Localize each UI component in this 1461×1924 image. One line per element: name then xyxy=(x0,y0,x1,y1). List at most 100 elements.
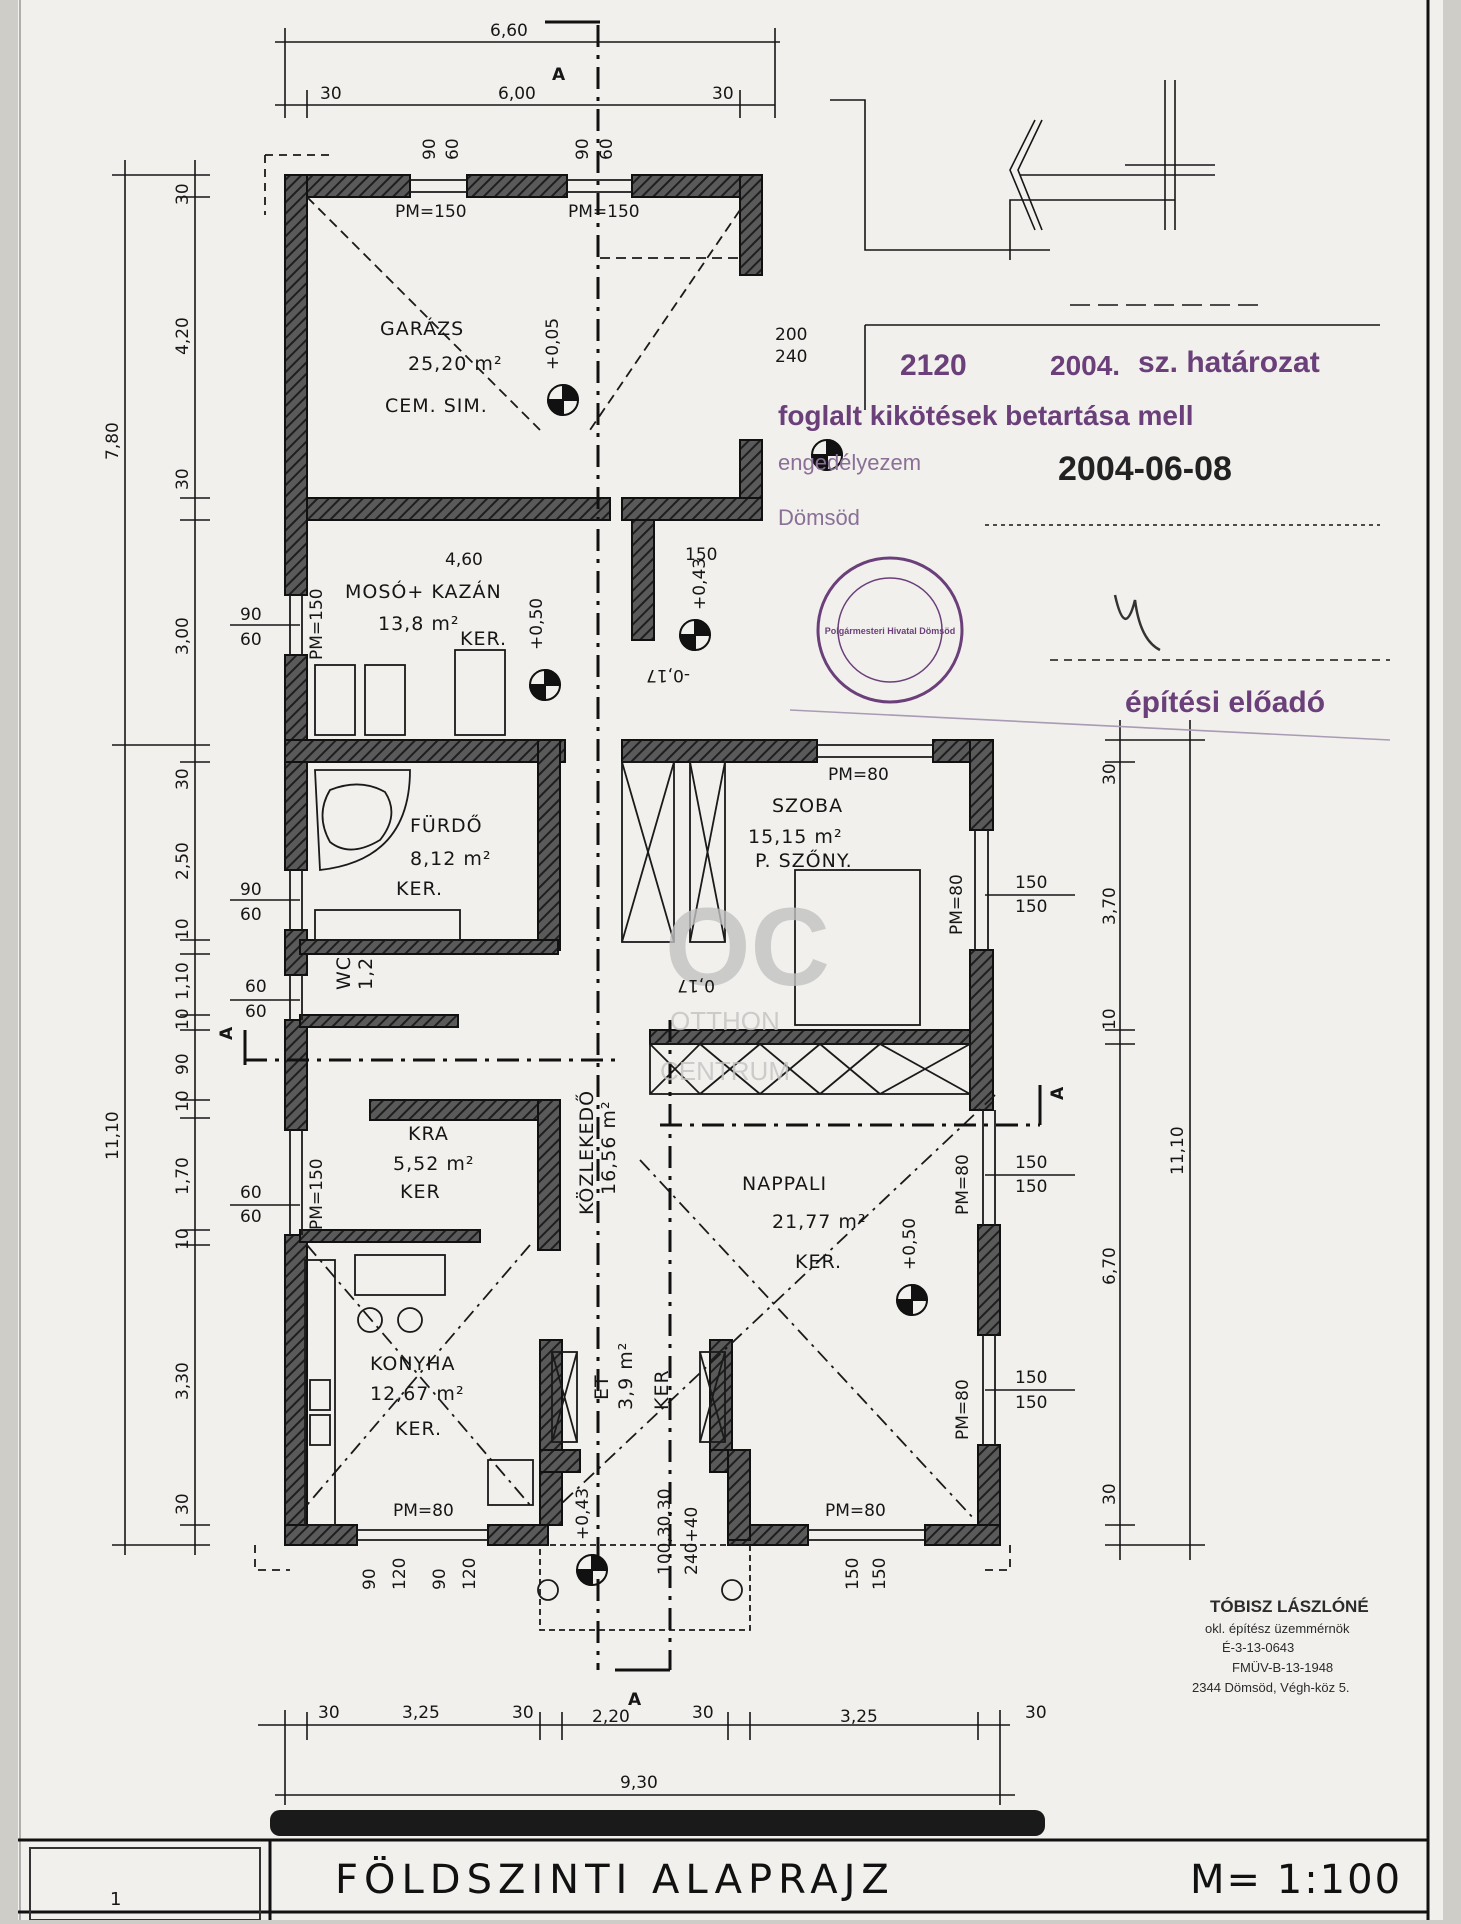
room-konyha-name: KONYHA xyxy=(370,1353,455,1375)
plan-scale: M= 1:100 xyxy=(1190,1857,1402,1903)
level-entrance: +0,43 xyxy=(573,1488,593,1540)
dim-left-2: 4,20 xyxy=(173,317,193,355)
stamp-line1-num: 2120 xyxy=(900,349,967,382)
author-address: 2344 Dömsöd, Végh-köz 5. xyxy=(1192,1680,1350,1695)
dim-right-1: 30 xyxy=(1100,763,1120,785)
room-nappali-name: NAPPALI xyxy=(742,1173,827,1195)
dim-top-open-3: 90 xyxy=(573,138,593,160)
dim-left-4: 3,00 xyxy=(173,617,193,655)
room-szoba-name: SZOBA xyxy=(772,795,843,817)
level-corridor: 0,17 xyxy=(677,975,715,995)
section-mark-top: A xyxy=(552,65,566,85)
dim-bottom-3: 30 xyxy=(512,1703,534,1723)
window-pm80-szoba: PM=80 xyxy=(828,765,889,785)
room-garazs-floor: CEM. SIM. xyxy=(385,395,488,417)
dim-lw-8: 60 xyxy=(240,1207,262,1227)
section-line-vertical xyxy=(243,20,1042,1672)
window-pm80-right1: PM=80 xyxy=(947,874,967,935)
author-reg2: FMÜV-B-13-1948 xyxy=(1232,1660,1333,1675)
dim-bottom-7: 30 xyxy=(1025,1703,1047,1723)
dim-inner-step: 100,30,30 xyxy=(655,1488,675,1575)
window-labels: PM=150 PM=150 PM=80 PM=80 PM=80 PM=80 PM… xyxy=(307,202,973,1521)
room-szoba-area: 15,15 m² xyxy=(748,826,843,848)
room-kamra-area: 5,52 m² xyxy=(393,1153,474,1175)
room-garazs-area: 25,20 m² xyxy=(408,353,503,375)
window-pm80-right3: PM=80 xyxy=(953,1379,973,1440)
section-mark-left: A xyxy=(217,1026,237,1040)
dim-inner-150: 150 xyxy=(685,545,717,565)
dim-inner-stair: 240+40 xyxy=(682,1507,702,1575)
dim-bottom-5: 30 xyxy=(692,1703,714,1723)
room-nappali-area: 21,77 m² xyxy=(772,1211,867,1233)
dim-lw-6: 60 xyxy=(245,1002,267,1022)
watermark: OC OTTHON CENTRUM xyxy=(660,886,830,1086)
dim-right-4: 6,70 xyxy=(1100,1247,1120,1285)
room-eloter-floor: KER xyxy=(651,1369,673,1410)
window-pm80-konyha: PM=80 xyxy=(393,1501,454,1521)
dim-lw-4: 60 xyxy=(240,905,262,925)
dim-top-total: 6,60 xyxy=(490,21,528,41)
stamp-line1-year: 2004. xyxy=(1050,350,1120,381)
dim-bottom-4: 2,20 xyxy=(592,1707,630,1727)
dim-left-13: 10 xyxy=(173,1228,193,1250)
dim-left-6: 2,50 xyxy=(173,842,193,880)
window-pm150-a: PM=150 xyxy=(395,202,467,222)
room-moso-floor: KER. xyxy=(460,628,507,650)
room-moso-area: 13,8 m² xyxy=(378,613,459,635)
dim-inner-200: 200 xyxy=(775,325,807,345)
approval-stamp: Polgármesteri Hivatal Dömsöd 2120 2004. … xyxy=(778,346,1325,719)
stamp-town: Dömsöd xyxy=(778,505,860,530)
room-kozlekedo-name: KÖZLEKEDŐ xyxy=(574,1090,598,1215)
stamp-line1-text: sz. határozat xyxy=(1138,346,1320,379)
dim-bottom-6: 3,25 xyxy=(840,1707,878,1727)
dim-top-open-2: 60 xyxy=(443,138,463,160)
level-living: +0,50 xyxy=(900,1218,920,1270)
dim-lw-1: 90 xyxy=(240,605,262,625)
room-kamra-name: KRA xyxy=(408,1123,449,1145)
dim-lw-3: 90 xyxy=(240,880,262,900)
dim-left-total-upper: 7,80 xyxy=(103,422,123,460)
dim-right-3: 10 xyxy=(1100,1008,1120,1030)
room-labels: GARÁZS 25,20 m² CEM. SIM. MOSÓ+ KAZÁN 13… xyxy=(333,317,867,1440)
level-labels: +0,05 +0,50 +0,50 +0,43 -0,17 0,17 +0,43 xyxy=(527,318,920,1540)
plan-title: FÖLDSZINTI ALAPRAJZ xyxy=(335,1855,895,1903)
dim-top-open-1: 90 xyxy=(420,138,440,160)
dim-bottom-total: 9,30 xyxy=(620,1773,658,1793)
dimension-texts: 6,60 6,00 30 30 90 60 90 60 30 4,20 30 3… xyxy=(103,21,1188,1793)
room-furdo-name: FÜRDŐ xyxy=(410,813,483,837)
section-mark-right: A xyxy=(1048,1086,1068,1100)
level-stair: -0,17 xyxy=(646,665,690,685)
dimension-lines xyxy=(112,28,1391,1805)
dim-left-1: 30 xyxy=(173,183,193,205)
walls xyxy=(284,174,1001,1546)
sheet-number: 1 xyxy=(110,1889,121,1910)
dim-bottom-1: 30 xyxy=(318,1703,340,1723)
dim-right-2: 3,70 xyxy=(1100,887,1120,925)
dim-lw-7: 60 xyxy=(240,1183,262,1203)
dim-rw-1: 150 xyxy=(1015,873,1047,893)
dim-left-total: 11,10 xyxy=(103,1111,123,1160)
dim-bo-5: 150 xyxy=(843,1558,863,1590)
dim-left-15: 30 xyxy=(173,1493,193,1515)
dim-rw-2: 150 xyxy=(1015,897,1047,917)
room-konyha-floor: KER. xyxy=(395,1418,442,1440)
signature xyxy=(1113,594,1161,652)
official-seal xyxy=(816,556,964,704)
author-block: TÓBISZ LÁSZLÓNÉ okl. építész üzemmérnök … xyxy=(1192,1597,1369,1695)
stamp-date: 2004-06-08 xyxy=(1058,450,1232,488)
dim-left-12: 1,70 xyxy=(173,1157,193,1195)
dim-left-10: 90 xyxy=(173,1053,193,1075)
room-szoba-floor: P. SZŐNY. xyxy=(755,848,853,872)
dim-lw-5: 60 xyxy=(245,977,267,997)
stamp-line2: foglalt kikötések betartása mell xyxy=(778,400,1194,431)
watermark-logo: OC xyxy=(665,886,830,1009)
dim-rw-4: 150 xyxy=(1015,1177,1047,1197)
room-wc-area: 1,2 xyxy=(355,957,377,990)
dim-left-3: 30 xyxy=(173,468,193,490)
author-name: TÓBISZ LÁSZLÓNÉ xyxy=(1210,1597,1369,1616)
room-eloter-name: ET xyxy=(591,1374,613,1400)
dim-left-8: 1,10 xyxy=(173,962,193,1000)
title-block: 1 FÖLDSZINTI ALAPRAJZ M= 1:100 xyxy=(18,1838,1428,1921)
level-stair-top: +0,43 xyxy=(690,558,710,610)
